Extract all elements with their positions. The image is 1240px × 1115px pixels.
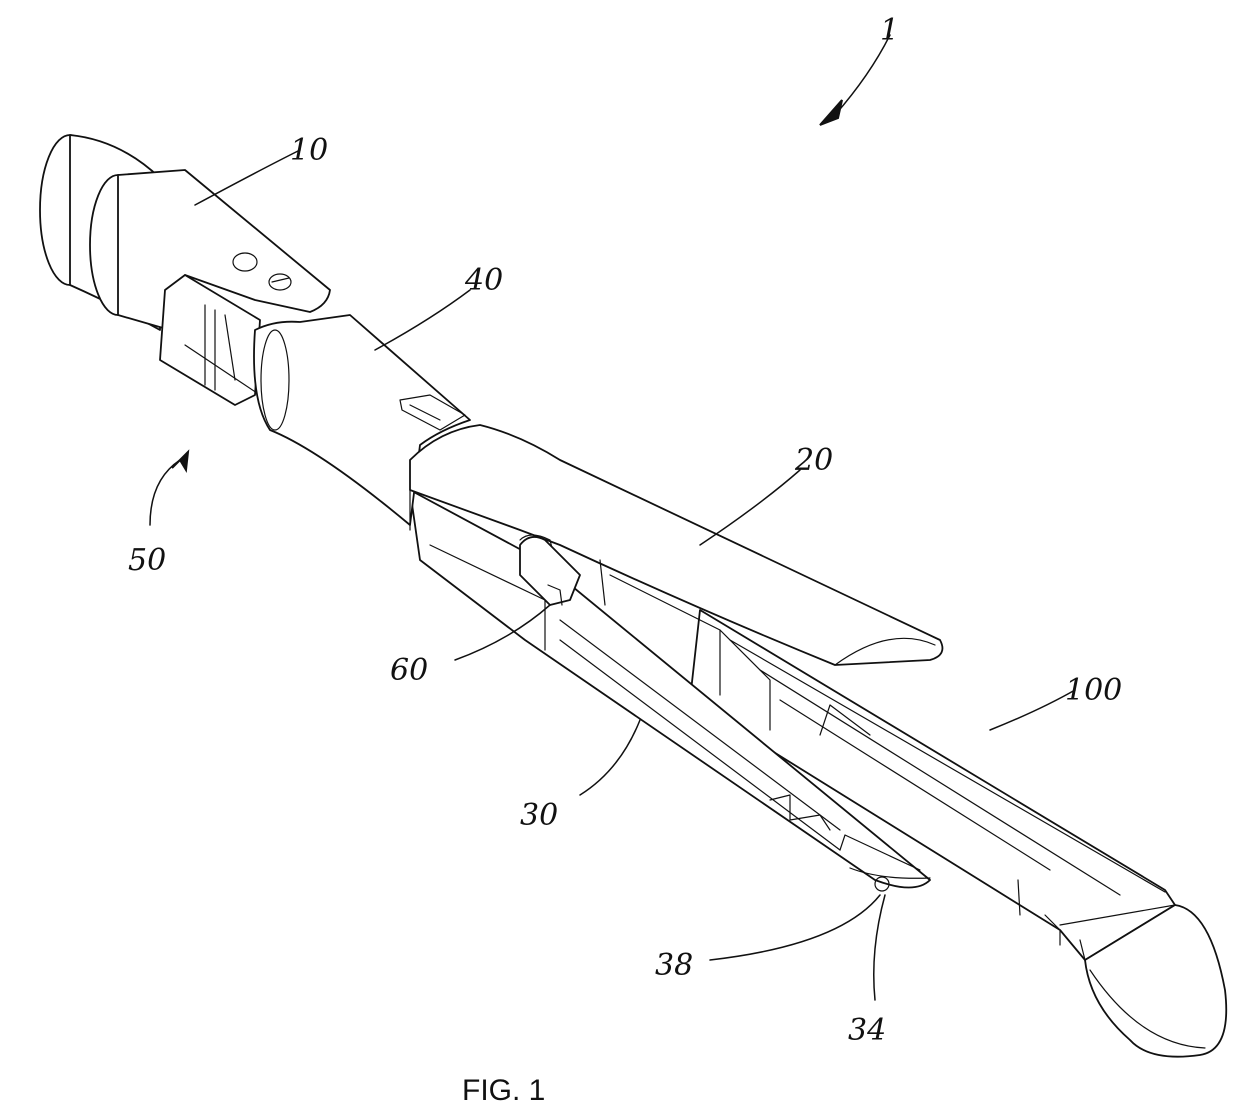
label-60: 60	[390, 653, 428, 688]
label-50: 50	[128, 543, 166, 578]
label-10: 10	[290, 133, 328, 168]
label-38: 38	[655, 948, 693, 983]
label-20: 20	[794, 443, 833, 478]
label-100: 100	[1065, 673, 1122, 708]
label-40: 40	[464, 263, 503, 298]
label-30: 30	[520, 798, 558, 833]
figure-caption: FIG. 1	[462, 1074, 545, 1107]
label-34: 34	[848, 1013, 886, 1048]
label-1: 1	[880, 13, 899, 48]
